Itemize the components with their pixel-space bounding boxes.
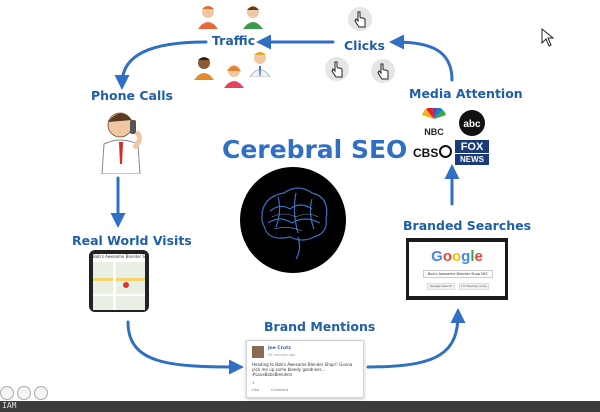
node-media-attention: Media Attention [409,86,523,101]
hand-cursor-icon [325,57,349,81]
post-author: Joe Crutz [268,346,291,351]
brain-illustration [240,167,346,273]
bottom-bar: IAM [0,401,600,412]
fox-text: FOX [460,141,484,153]
man-on-phone-icon [101,112,142,174]
abc-text: abc [463,119,481,130]
like-button: Like [252,388,259,392]
bottom-bar-label: IAM [2,401,17,410]
nbc-logo: NBC [422,108,446,136]
news-text: NEWS [455,153,489,165]
hand-cursor-icon [348,7,372,31]
person-icon [224,65,244,88]
phone-map-screenshot: Bob's Awesome Blender Shop [89,250,149,312]
node-brand-mentions: Brand Mentions [264,319,376,334]
comment-button: Comment [271,388,289,392]
person-icon [243,6,263,29]
nbc-text: NBC [424,127,444,136]
avatar [252,346,264,358]
map-search-bar: Bob's Awesome Blender Shop [93,254,145,262]
zoom-in-button[interactable] [17,386,31,400]
cbs-logo: CBS [413,145,453,160]
arrow-mentions-to-branded [366,308,466,369]
person-icon [249,52,271,77]
arrow-visits-to-mentions [126,320,244,375]
google-query: Bob's Awesome Blender Shop NYC [423,270,493,278]
arrow-media-to-clicks [389,34,454,82]
google-page: Google Bob's Awesome Blender Shop NYC Go… [409,242,505,296]
fox-news-logo: FOX NEWS [455,140,489,165]
feeling-lucky-button: I'm Feeling Lucky [459,283,489,290]
google-search-screenshot: Google Bob's Awesome Blender Shop NYC Go… [406,238,508,300]
abc-logo: abc [459,110,485,136]
diagram-title: Cerebral SEO [222,135,408,164]
cbs-text: CBS [413,146,439,160]
person-icon [198,6,218,29]
zoom-out-button[interactable] [0,386,14,400]
map-pin-icon [123,282,129,288]
cbs-eye-icon [439,145,453,158]
person-icon [194,57,214,80]
node-branded-searches: Branded Searches [403,218,532,233]
node-clicks: Clicks [344,38,385,53]
google-search-button: Google Search [427,283,455,290]
google-logo: Google [431,248,483,265]
hand-cursor-icon [371,59,395,83]
post-time: 56 minutes ago [268,353,296,357]
node-real-world-visits: Real World Visits [72,233,192,248]
social-post-card: Joe Crutz 56 minutes ago Heading to Bob'… [246,340,364,398]
like-count: 1 [252,381,255,385]
mouse-pointer-icon [541,28,555,47]
map-view: Bob's Awesome Blender Shop [93,254,145,310]
node-traffic: Traffic [212,33,256,48]
arrow-traffic-to-phone-calls [114,40,208,90]
post-text: Heading to Bob's Awesome Blender Shop!! … [252,362,353,377]
node-phone-calls: Phone Calls [91,88,173,103]
fullscreen-button[interactable] [34,386,48,400]
